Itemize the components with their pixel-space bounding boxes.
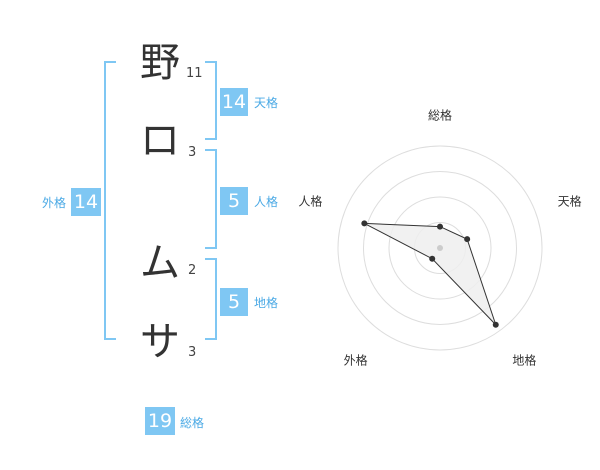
radar-grid-ring <box>363 171 517 325</box>
radar-point-1 <box>437 223 443 230</box>
stroke-count-4: 3 <box>188 345 197 360</box>
jinkaku-label: 人格 <box>254 195 279 209</box>
jinkaku-bracket <box>205 149 217 249</box>
soukaku-badge: 19 <box>145 407 175 435</box>
chikaku-bracket <box>205 258 217 340</box>
radar-series-area <box>364 222 497 326</box>
radar-point-5 <box>361 220 368 227</box>
name-char-1: 野 <box>140 40 180 86</box>
jinkaku-badge: 5 <box>220 187 248 215</box>
radar-axis-label-4: 外格 <box>344 353 368 368</box>
radar-grid-ring <box>388 196 492 300</box>
chikaku-badge: 5 <box>220 288 248 316</box>
tenkaku-badge: 14 <box>220 88 248 116</box>
radar-center-dot <box>437 245 443 251</box>
stroke-count-3: 2 <box>188 263 197 278</box>
gaikaku-badge: 14 <box>71 188 101 216</box>
gaikaku-label: 外格 <box>42 196 67 210</box>
radar-axis-label-3: 地格 <box>512 353 536 368</box>
stroke-count-1: 11 <box>186 66 203 81</box>
radar-grid-ring <box>337 145 543 351</box>
gaikaku-bracket <box>104 61 116 340</box>
radar-point-3 <box>492 321 499 328</box>
soukaku-label: 総格 <box>180 416 205 430</box>
radar-point-4 <box>429 255 436 262</box>
name-char-3: ム <box>140 240 180 286</box>
radar-point-2 <box>464 236 471 243</box>
name-char-4: サ <box>140 319 180 365</box>
tenkaku-label: 天格 <box>254 96 279 110</box>
tenkaku-bracket <box>205 61 217 140</box>
chikaku-label: 地格 <box>254 296 279 310</box>
name-char-2: ロ <box>140 118 180 164</box>
radar-axis-label-5: 人格 <box>298 193 322 208</box>
radar-axis-label-1: 総格 <box>428 108 452 123</box>
radar-axis-label-2: 天格 <box>558 193 582 208</box>
stroke-count-2: 3 <box>188 145 197 160</box>
